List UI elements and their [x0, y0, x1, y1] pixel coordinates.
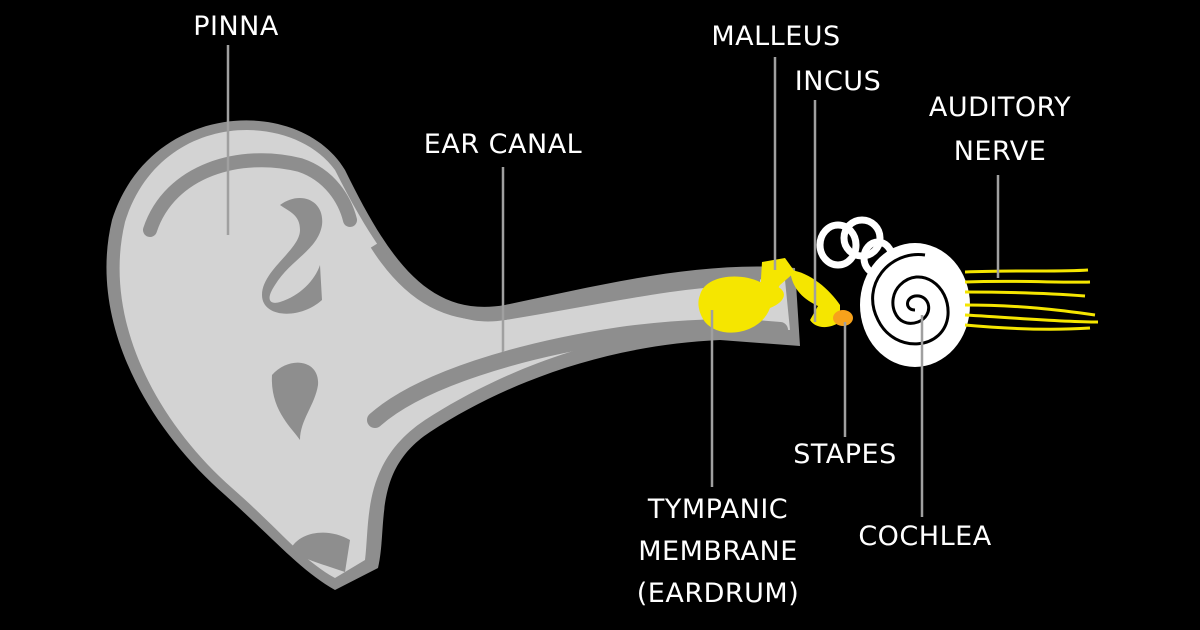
label-pinna: PINNA [193, 11, 279, 42]
label-auditory-nerve-line1: AUDITORY [928, 92, 1072, 123]
label-ear-canal: EAR CANAL [423, 129, 583, 160]
label-malleus: MALLEUS [711, 21, 841, 52]
malleus-shape [760, 258, 795, 300]
label-incus: INCUS [794, 66, 882, 97]
label-auditory-nerve-line2: NERVE [953, 136, 1047, 167]
stapes-shape [833, 310, 853, 326]
leader-lines [226, 45, 1000, 517]
upper-canal-fold [370, 242, 761, 321]
antihelix-fold [262, 197, 323, 314]
cochlea [860, 243, 970, 367]
auditory-nerve [964, 268, 1099, 331]
label-tympanic-line1: TYMPANIC [647, 494, 789, 525]
label-stapes: STAPES [793, 439, 897, 470]
lobe-fold [290, 532, 350, 572]
label-tympanic-line2: MEMBRANE [638, 536, 798, 567]
concha-fold [271, 362, 319, 440]
outer-ear [119, 130, 791, 578]
helix-fold [143, 153, 357, 237]
label-tympanic-line3: (EARDRUM) [636, 578, 800, 609]
label-cochlea: COCHLEA [858, 521, 992, 552]
